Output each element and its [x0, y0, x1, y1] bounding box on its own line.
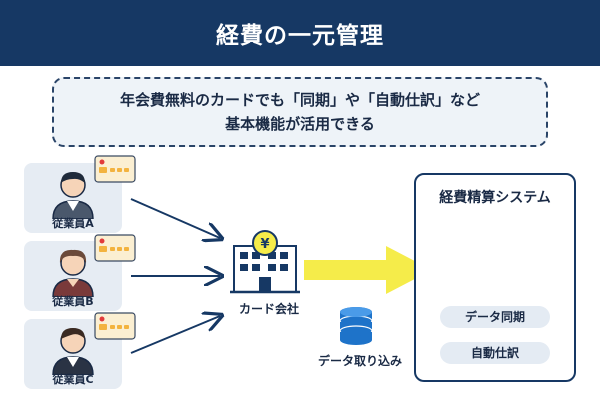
page-title: 経費の一元管理: [216, 23, 384, 49]
arrow-icon: [130, 198, 220, 238]
svg-text:¥: ¥: [260, 237, 269, 252]
employee-a: 従業員A: [24, 163, 122, 233]
note-box: 年会費無料のカードでも「同期」や「自動仕訳」など 基本機能が活用できる: [52, 77, 548, 147]
arrow-icon: [130, 316, 220, 354]
yen-icon: [252, 230, 278, 256]
credit-card-icon: [94, 234, 136, 262]
employee-c-label: 従業員C: [52, 373, 94, 386]
credit-card-icon: [94, 155, 136, 183]
feature-data-sync: データ同期: [440, 306, 550, 328]
employee-b-label: 従業員B: [52, 295, 94, 308]
person-icon: [52, 328, 94, 375]
credit-card-icon: [94, 312, 136, 340]
note-line-2: 基本機能が活用できる: [225, 115, 375, 133]
card-company-label: カード会社: [238, 302, 299, 316]
note-line-1: 年会費無料のカードでも「同期」や「自動仕訳」など: [119, 91, 480, 109]
arrow-icon: [304, 246, 432, 294]
person-icon: [52, 249, 94, 297]
building-icon: ¥: [230, 230, 300, 294]
feature-auto-journal: 自動仕訳: [440, 342, 550, 364]
data-import-label: データ取り込み: [317, 354, 402, 368]
page-header: 経費の一元管理: [0, 0, 600, 66]
expense-system-title: 経費精算システム: [439, 190, 551, 206]
employee-b: 従業員B: [24, 241, 122, 311]
person-icon: [52, 172, 94, 219]
expense-system-panel: 経費精算システム データ同期 自動仕訳: [414, 173, 576, 382]
employee-a-label: 従業員A: [52, 217, 94, 230]
database-icon: [339, 307, 373, 345]
